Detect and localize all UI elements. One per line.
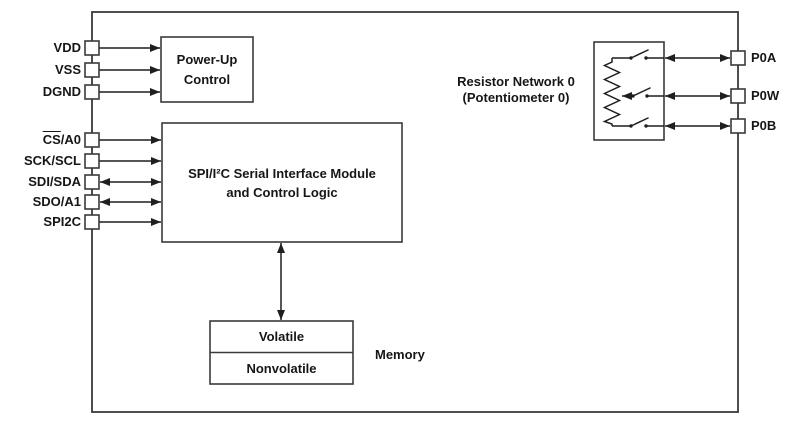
pin-label-dgnd: DGND — [0, 84, 81, 100]
pin-label-sdi-sda-text: SDI/SDA — [28, 174, 81, 189]
pin-label-cs-a0: CS/A0 — [0, 132, 81, 148]
switch-icon-p0b — [612, 117, 664, 128]
serial-interface-line1: SPI/I²C Serial Interface Module — [188, 165, 376, 181]
resistor-network-label: Resistor Network 0 (Potentiometer 0) — [428, 73, 604, 107]
pin-label-p0w: P0W — [751, 88, 800, 104]
power-up-line1: Power-Up — [176, 51, 238, 67]
signal-wires — [99, 44, 730, 320]
pin-box-cs-a0 — [84, 132, 100, 148]
pin-box-sdo-a1 — [84, 194, 100, 210]
resistor-network-line1: Resistor Network 0 — [457, 74, 575, 89]
chip-outline — [91, 11, 739, 413]
memory-label: Memory — [375, 347, 425, 363]
pin-box-p0b — [730, 118, 746, 134]
switch-icon-p0w — [622, 87, 664, 100]
pin-label-vss: VSS — [0, 62, 81, 78]
memory-label-text: Memory — [375, 347, 425, 362]
pin-box-dgnd — [84, 84, 100, 100]
pin-box-sdi-sda — [84, 174, 100, 190]
pin-label-spi2c-text: SPI2C — [43, 214, 81, 229]
pin-label-p0b: P0B — [751, 118, 800, 134]
pin-label-cs-overline: CS — [42, 132, 61, 147]
resistor-network-line2: (Potentiometer 0) — [462, 90, 570, 105]
pin-label-vss-text: VSS — [54, 62, 81, 77]
pin-label-p0w-text: P0W — [751, 88, 780, 103]
pin-label-dgnd-text: DGND — [42, 84, 81, 99]
pin-label-sdo-a1-text: SDO/A1 — [32, 194, 81, 209]
pin-label-sdo-a1: SDO/A1 — [0, 194, 81, 210]
memory-nonvolatile-text: Nonvolatile — [246, 360, 317, 376]
power-up-control-block — [160, 36, 254, 103]
switch-icon-p0a — [612, 49, 664, 60]
pin-box-p0a — [730, 50, 746, 66]
pin-box-vdd — [84, 40, 100, 56]
memory-nonvolatile-label: Nonvolatile — [210, 352, 353, 384]
pin-box-sck-scl — [84, 153, 100, 169]
serial-interface-label: SPI/I²C Serial Interface Module and Cont… — [162, 123, 402, 242]
serial-interface-block — [161, 122, 403, 243]
resistor-zigzag-icon — [602, 58, 622, 126]
pin-box-p0w — [730, 88, 746, 104]
pin-label-p0a: P0A — [751, 50, 800, 66]
pin-label-spi2c: SPI2C — [0, 214, 81, 230]
power-up-control-label: Power-Up Control — [161, 37, 253, 102]
pin-label-a0-text: /A0 — [60, 132, 81, 147]
serial-interface-line2: and Control Logic — [226, 184, 338, 200]
pin-label-sck-scl-text: SCK/SCL — [23, 153, 81, 168]
pin-label-vdd-text: VDD — [53, 40, 81, 55]
pin-label-sck-scl: SCK/SCL — [0, 153, 81, 169]
pin-label-vdd: VDD — [0, 40, 81, 56]
power-up-line2: Control — [183, 71, 231, 87]
memory-volatile-text: Volatile — [258, 329, 305, 344]
pin-label-p0a-text: P0A — [751, 50, 777, 65]
pin-box-vss — [84, 62, 100, 78]
memory-volatile-label: Volatile — [210, 321, 353, 352]
pin-label-sdi-sda: SDI/SDA — [0, 174, 81, 190]
pin-box-spi2c — [84, 214, 100, 230]
pin-label-p0b-text: P0B — [751, 118, 777, 133]
